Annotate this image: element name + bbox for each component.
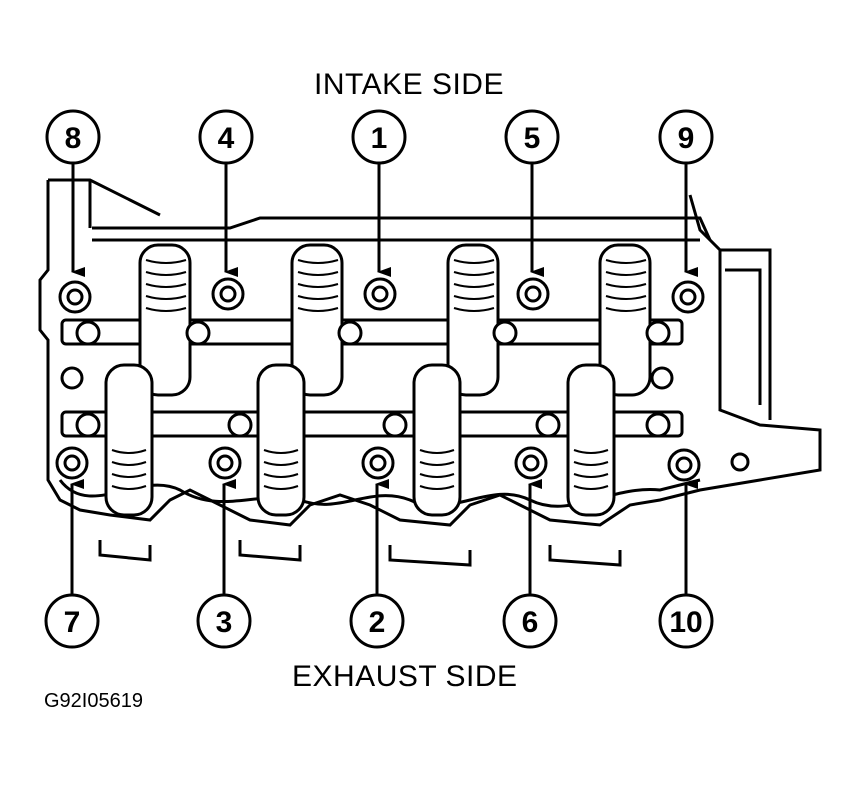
callout-numbers-bottom: 7 3 2 6 10 bbox=[64, 606, 703, 639]
callouts-top bbox=[45, 109, 714, 165]
head-bolts-exhaust bbox=[55, 446, 701, 482]
callout-circle bbox=[658, 109, 714, 165]
callout-circle bbox=[658, 593, 714, 649]
callout-circle bbox=[351, 109, 407, 165]
rocker-shafts bbox=[60, 318, 684, 438]
bolt-number: 1 bbox=[371, 122, 388, 155]
bolt-number: 9 bbox=[678, 122, 695, 155]
exhaust-side-label: EXHAUST SIDE bbox=[292, 660, 518, 693]
bolt-number: 5 bbox=[524, 122, 541, 155]
callouts-bottom bbox=[44, 593, 714, 649]
intake-side-label: INTAKE SIDE bbox=[314, 68, 504, 101]
bolt-number: 2 bbox=[369, 606, 386, 639]
arrows-bottom bbox=[70, 479, 698, 596]
bolt-number: 7 bbox=[64, 606, 81, 639]
exhaust-rockers bbox=[104, 363, 616, 517]
callout-circle bbox=[198, 109, 254, 165]
callout-circle bbox=[196, 593, 252, 649]
shaft-bolts bbox=[60, 320, 750, 472]
arrows-top bbox=[71, 164, 698, 277]
bolt-number: 4 bbox=[218, 122, 235, 155]
bolt-number: 3 bbox=[216, 606, 233, 639]
intake-rockers bbox=[138, 243, 652, 397]
callout-numbers-top: 8 4 1 5 9 bbox=[65, 122, 695, 155]
callout-circle bbox=[44, 593, 100, 649]
callout-circle bbox=[45, 109, 101, 165]
exhaust-rocker-springs bbox=[111, 449, 609, 490]
bolt-number: 10 bbox=[669, 606, 702, 639]
figure-id: G92I05619 bbox=[44, 690, 143, 712]
bolt-number: 8 bbox=[65, 122, 82, 155]
callout-circle bbox=[504, 109, 560, 165]
intake-rocker-springs bbox=[145, 259, 647, 312]
head-outline bbox=[38, 178, 822, 567]
bolt-number: 6 bbox=[522, 606, 539, 639]
head-bolts-intake bbox=[58, 277, 705, 314]
callout-circle bbox=[349, 593, 405, 649]
callout-circle bbox=[502, 593, 558, 649]
